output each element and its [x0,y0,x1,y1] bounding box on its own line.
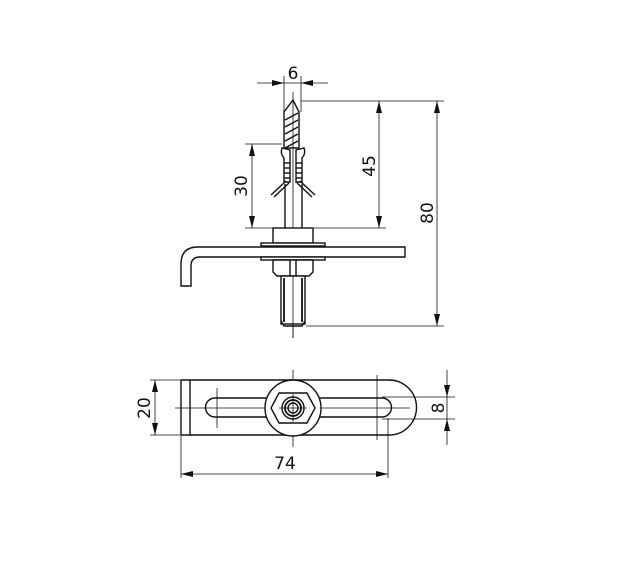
top-view: 20 8 74 [135,370,455,478]
slot [204,397,393,418]
dim-label-74: 74 [274,454,296,474]
bolt-thread [280,275,306,338]
bracket-side [180,246,406,287]
upper-washer [260,242,326,247]
bracket-plan [180,379,418,436]
bottom-nut [272,259,314,277]
dim-label-6: 6 [288,64,299,84]
anchor-wings [270,147,316,198]
dim-label-45: 45 [360,155,380,177]
dim-label-30: 30 [232,175,252,197]
side-view: 6 30 45 80 [180,64,444,338]
dimension-bracket-length: 74 [180,418,389,478]
dimension-wing-length: 30 [232,143,282,229]
dimension-total-length: 80 [306,100,444,327]
shank [284,184,303,228]
top-nut [272,227,314,244]
dimension-anchor-length: 45 [301,100,386,229]
dim-label-20: 20 [135,397,155,419]
dimension-bracket-width: 20 [135,379,180,436]
dimension-screw-diameter: 6 [257,64,328,148]
screw-tip [283,98,300,149]
dim-label-80: 80 [418,202,438,224]
dimension-slot-width: 8 [382,370,455,445]
dim-label-8: 8 [429,403,449,414]
